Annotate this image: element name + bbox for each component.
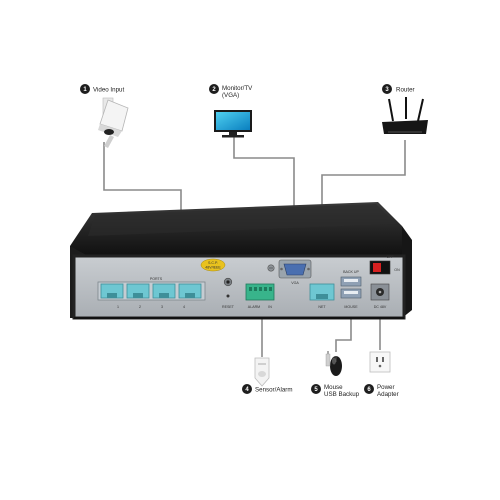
number-badge-3-text: 3 bbox=[385, 87, 389, 93]
mouse-label-line1: Mouse bbox=[324, 384, 343, 391]
video-input-label: Video Input bbox=[93, 87, 124, 94]
mouse-connector-line bbox=[335, 302, 352, 352]
number-badge-3 bbox=[382, 84, 392, 94]
number-badge-2-text: 2 bbox=[212, 87, 216, 93]
in-label: IN bbox=[268, 305, 272, 309]
power-switch[interactable] bbox=[369, 260, 391, 275]
mouse-port-label: MOUSE bbox=[344, 305, 358, 309]
usb-stick-icon bbox=[325, 351, 331, 367]
net-label: NET bbox=[318, 305, 326, 309]
net-port[interactable] bbox=[309, 283, 335, 301]
spec-sticker: S.C.P. 48V/IEEE bbox=[200, 258, 226, 272]
motion-sensor-icon bbox=[254, 357, 270, 387]
bullet-camera-icon bbox=[98, 97, 129, 148]
poe-port-3[interactable] bbox=[152, 283, 176, 299]
usb-port-mouse[interactable] bbox=[340, 288, 362, 299]
port-number-4: 4 bbox=[183, 305, 185, 309]
sticker-line2: 48V/IEEE bbox=[205, 266, 221, 270]
sticker-line1: S.C.P. bbox=[208, 261, 218, 265]
monitor-label-line2: (VGA) bbox=[222, 92, 239, 99]
off-label: OFF bbox=[386, 255, 394, 259]
mouse-device: 5 Mouse USB Backup bbox=[311, 351, 360, 398]
video-input-device: 1 Video Input bbox=[80, 84, 129, 148]
dc-power-jack[interactable] bbox=[370, 283, 390, 301]
wall-outlet-icon bbox=[369, 351, 391, 373]
sensor-label: Sensor/Alarm bbox=[255, 387, 292, 394]
reset-label: RESET bbox=[222, 305, 235, 309]
router-icon bbox=[382, 97, 428, 134]
number-badge-1 bbox=[80, 84, 90, 94]
ground-screw-icon bbox=[226, 294, 230, 298]
monitor-device: 2 Monitor/TV (VGA) bbox=[209, 84, 253, 138]
reset-button[interactable] bbox=[223, 277, 233, 287]
number-badge-4 bbox=[242, 384, 252, 394]
ports-label: PORTS bbox=[150, 277, 163, 281]
alarm-terminal-block[interactable] bbox=[245, 283, 275, 301]
power-adapter-device: 6 Power Adapter bbox=[364, 351, 399, 398]
number-badge-5 bbox=[311, 384, 321, 394]
number-badge-6 bbox=[364, 384, 374, 394]
poe-port-2[interactable] bbox=[126, 283, 150, 299]
sensor-device: 4 Sensor/Alarm bbox=[242, 357, 292, 394]
nvr-device: S.C.P. 48V/IEEE PORTS 1 2 3 4 bbox=[70, 202, 412, 320]
poe-port-4[interactable] bbox=[178, 283, 202, 299]
usb-port-backup[interactable] bbox=[340, 276, 362, 287]
power-label-line1: Power bbox=[377, 384, 395, 391]
number-badge-1-text: 1 bbox=[83, 87, 87, 93]
vga-label: VGA bbox=[291, 281, 299, 285]
dc-label: DC 48V bbox=[374, 305, 387, 309]
poe-port-1[interactable] bbox=[100, 283, 124, 299]
number-badge-4-text: 4 bbox=[245, 387, 249, 393]
alarm-label: ALARM bbox=[248, 305, 260, 309]
mouse-label-line2: USB Backup bbox=[324, 391, 360, 398]
port-number-3: 3 bbox=[161, 305, 163, 309]
mouse-icon bbox=[330, 356, 342, 376]
backup-label: BACK UP bbox=[343, 270, 359, 274]
port-number-2: 2 bbox=[139, 305, 141, 309]
number-badge-5-text: 5 bbox=[314, 387, 318, 393]
vga-port[interactable] bbox=[278, 259, 312, 279]
monitor-label-line1: Monitor/TV bbox=[222, 85, 253, 92]
number-badge-6-text: 6 bbox=[367, 387, 371, 393]
number-badge-2 bbox=[209, 84, 219, 94]
router-device: 3 Router bbox=[382, 84, 428, 134]
ports-frame bbox=[97, 281, 206, 301]
port-number-1: 1 bbox=[117, 305, 119, 309]
on-label: ON bbox=[394, 268, 400, 272]
monitor-icon bbox=[214, 110, 252, 138]
power-label-line2: Adapter bbox=[377, 391, 399, 398]
router-label: Router bbox=[396, 87, 415, 94]
nvr-top-highlight bbox=[88, 204, 396, 236]
